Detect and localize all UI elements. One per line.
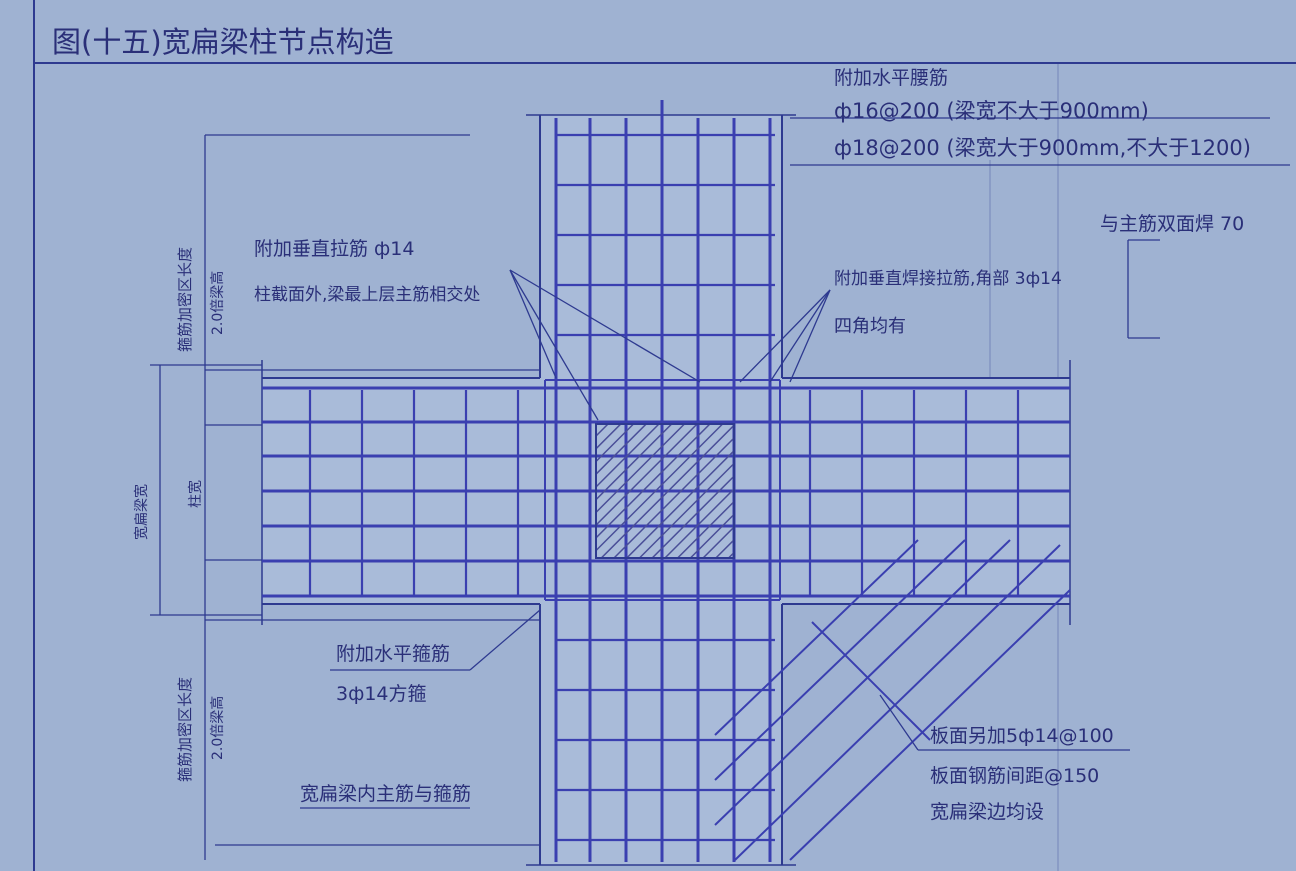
column-core-hatch xyxy=(595,423,735,559)
vert-weld-title: 附加垂直焊接拉筋,角部 3ф14 xyxy=(834,269,1062,289)
dim-lower-sub-label: 2.0倍梁高 xyxy=(209,696,226,760)
double-weld-note: 与主筋双面焊 70 xyxy=(1100,213,1244,235)
dim-lower-vert-label: 箍筋加密区长度 xyxy=(176,677,194,782)
horiz-stirrup-desc: 3ф14方箍 xyxy=(336,683,427,705)
column-stirrups xyxy=(555,133,775,842)
vert-tie-title: 附加垂直拉筋 ф14 xyxy=(254,238,414,260)
joint-ties xyxy=(544,379,781,601)
vert-weld-desc: 四角均有 xyxy=(834,316,906,337)
slab-spacing-note: 板面钢筋间距@150 xyxy=(930,765,1099,787)
dim-beam-width-label: 宽扁梁宽 xyxy=(133,484,150,540)
slab-diagonal-bars xyxy=(714,539,1071,861)
dim-upper-sub-label: 2.0倍梁高 xyxy=(209,271,226,335)
horiz-stirrup-title: 附加水平箍筋 xyxy=(336,643,450,665)
column-outline xyxy=(526,114,796,866)
dim-column-label: 柱宽 xyxy=(187,480,204,508)
dim-upper-vert-label: 箍筋加密区长度 xyxy=(176,247,194,352)
diagram-title: 图(十五)宽扁梁柱节点构造 xyxy=(52,25,394,59)
beam-main-note: 宽扁梁内主筋与箍筋 xyxy=(300,783,471,805)
slab-add-note: 板面另加5ф14@100 xyxy=(930,725,1114,747)
slab-edge-note: 宽扁梁边均设 xyxy=(930,801,1044,823)
horiz-waist-line1: ф16@200 (梁宽不大于900mm) xyxy=(834,99,1149,123)
leader-lines xyxy=(300,117,1290,809)
horiz-waist-line2: ф18@200 (梁宽大于900mm,不大于1200) xyxy=(834,136,1251,160)
vert-tie-desc: 柱截面外,梁最上层主筋相交处 xyxy=(254,285,480,305)
horiz-waist-title: 附加水平腰筋 xyxy=(834,67,948,89)
dimension-lines xyxy=(150,134,540,860)
